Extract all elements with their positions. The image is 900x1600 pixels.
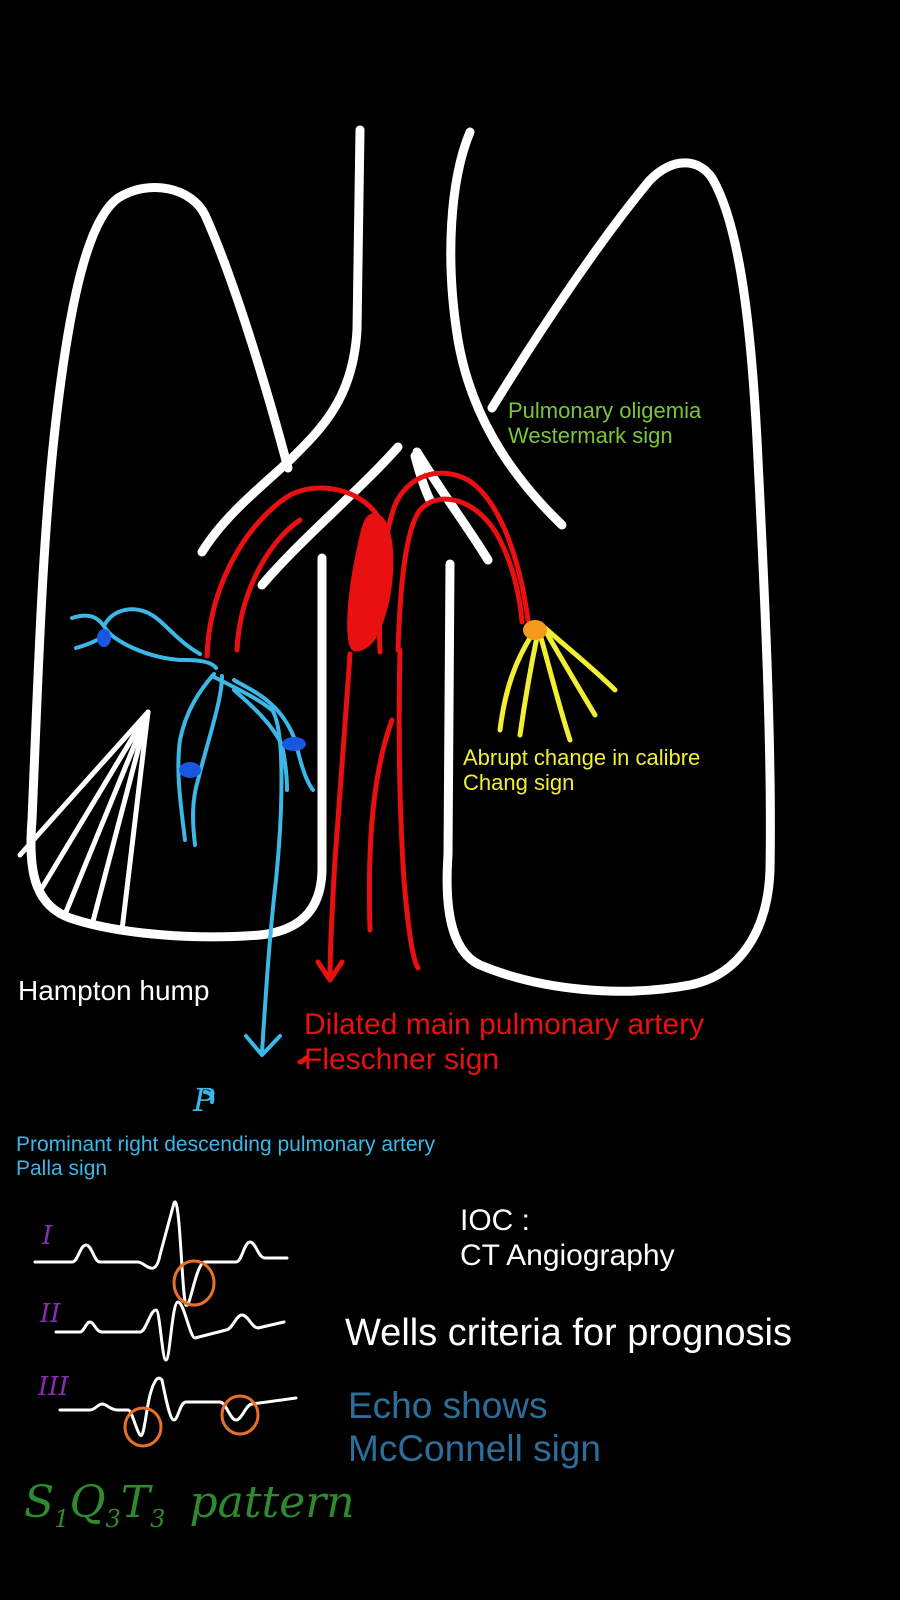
mpa-descending-left-wall: [327, 651, 353, 981]
ecg-lead-2-mark: II: [40, 1299, 61, 1329]
palla-dot-3: [282, 737, 306, 751]
pattern-word: pattern: [189, 1477, 355, 1528]
mpa-descending-right-wall: [366, 717, 395, 933]
palla-label: Prominant right descending pulmonary art…: [16, 1133, 435, 1181]
wells-label: Wells criteria for prognosis: [345, 1312, 793, 1354]
palla-dots: [97, 629, 306, 778]
echo-label: Echo shows McConnell sign: [348, 1385, 601, 1470]
chang-vessels: [497, 625, 618, 743]
ecg-lead-1-mark: I: [42, 1221, 53, 1251]
ecg-lead-3-mark: III: [38, 1372, 69, 1402]
pattern-q-sub: 3: [105, 1504, 121, 1533]
ecg-highlights: [123, 1259, 260, 1448]
hampton-hump-wedge: [17, 709, 151, 933]
descending-aorta: [396, 647, 421, 971]
palla-descending-arrow: [244, 1034, 282, 1057]
right-lung-outline: [26, 182, 327, 942]
fleischner-line-1: Dilated main pulmonary artery: [304, 1008, 705, 1041]
westermark-line-2: Westermark sign: [508, 423, 673, 449]
pulmonary-arteries: [204, 470, 531, 1065]
pattern-q: Q: [69, 1477, 106, 1528]
q3-circle: [123, 1406, 163, 1448]
ioc-line-1: IOC :: [460, 1204, 531, 1237]
right-main-bronchus: [257, 442, 403, 590]
dilated-mpa-blob: [347, 513, 394, 652]
fleischner-pointer: [297, 1055, 309, 1065]
ecg-trace-lead-3: [58, 1376, 298, 1437]
hampton-label: Hampton hump: [18, 975, 210, 1006]
carina-left: [410, 451, 435, 505]
westermark-line-1: Pulmonary oligemia: [508, 398, 702, 423]
s1q3t3-pattern-label: S1Q3T3 pattern: [24, 1477, 355, 1533]
palla-dot-2: [179, 762, 201, 778]
main-pulmonary-artery-right-inner: [234, 517, 303, 653]
palla-line-1: Prominant right descending pulmonary art…: [16, 1133, 436, 1156]
echo-line-2: McConnell sign: [348, 1427, 601, 1469]
echo-line-1: Echo shows: [348, 1385, 548, 1426]
chang-label: Abrupt change in calibre Chang sign: [463, 745, 700, 796]
westermark-label: Pulmonary oligemia Westermark sign: [508, 398, 701, 449]
palla-pointer: [203, 1090, 215, 1104]
palla-branch-upper-top: [102, 607, 202, 656]
lung-outlines: [17, 125, 775, 996]
pattern-s: S: [24, 1477, 55, 1528]
palla-mark: P: [193, 1081, 215, 1119]
palla-line-2: Palla sign: [16, 1157, 108, 1181]
chang-cutoff-dot: [523, 620, 547, 640]
palla-dot-1: [97, 629, 111, 647]
t3-circle: [220, 1394, 260, 1436]
trachea-right-wall: [197, 125, 365, 557]
ecg-trace-lead-2: [54, 1300, 286, 1362]
ecg-trace-lead-1: [33, 1200, 289, 1307]
s1-circle: [172, 1259, 216, 1307]
pattern-s-sub: 1: [54, 1504, 70, 1533]
fleischner-label: Dilated main pulmonary artery Fleschner …: [304, 1008, 704, 1077]
fleischner-line-2: Fleschner sign: [304, 1042, 500, 1076]
pattern-t: T: [120, 1477, 151, 1528]
palla-branch-mid-2: [191, 674, 224, 847]
left-lung-outline: [442, 158, 775, 996]
aorta-right-wall: [395, 496, 525, 653]
ioc-line-2: CT Angiography: [460, 1238, 675, 1272]
palla-descending: [210, 674, 284, 1054]
trachea-left-wall: [446, 127, 567, 530]
ioc-label: IOC : CT Angiography: [460, 1204, 675, 1273]
chang-line-2: Chang sign: [463, 770, 575, 796]
mpa-descending-arrow: [315, 959, 345, 983]
palla-branch-mid: [176, 672, 216, 842]
ecg-traces: [33, 1200, 298, 1437]
palla-branch-right: [232, 678, 315, 792]
left-main-bronchus: [412, 447, 493, 565]
chang-line-1: Abrupt change in calibre: [463, 745, 701, 770]
pattern-t-sub: 3: [150, 1504, 166, 1533]
palla-branch-upper: [70, 613, 218, 670]
main-pulmonary-artery-right: [204, 485, 380, 659]
